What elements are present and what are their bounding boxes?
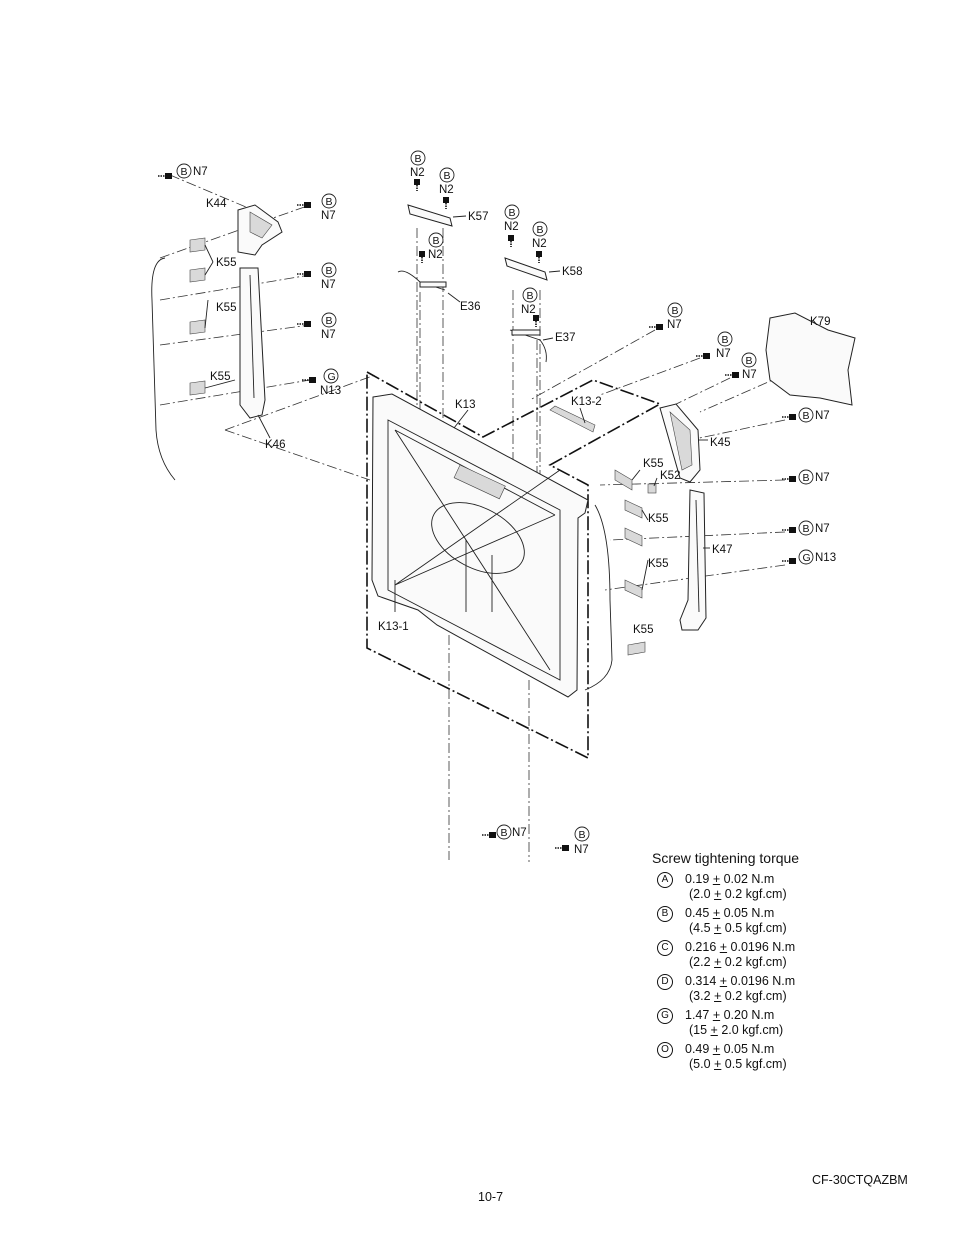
screw-n13: N13: [815, 552, 836, 564]
label-k13: K13: [455, 399, 475, 411]
screw-n2: N2: [521, 304, 536, 316]
label-k55: K55: [216, 302, 236, 314]
svg-text:B: B: [527, 290, 534, 302]
label-e36: E36: [460, 301, 480, 313]
k55-tape: [189, 237, 206, 253]
label-k55: K55: [648, 513, 668, 525]
screw-n13: N13: [320, 385, 341, 397]
svg-text:B: B: [746, 355, 753, 367]
label-k44: K44: [206, 198, 227, 210]
mark-g-icon: G: [657, 1008, 673, 1024]
screw-n7: N7: [321, 329, 336, 341]
screw-n7: N7: [742, 369, 757, 381]
top-bracket-assembly: K57 K58 E36 E37: [397, 204, 582, 490]
label-k58: K58: [562, 266, 582, 278]
screw-n7: N7: [321, 279, 336, 291]
svg-text:G: G: [803, 552, 811, 564]
screw-n2: N2: [504, 221, 519, 233]
label-k55: K55: [633, 624, 653, 636]
svg-text:B: B: [579, 829, 586, 841]
svg-text:B: B: [326, 196, 333, 208]
svg-text:B: B: [326, 315, 333, 327]
screw-n2: N2: [532, 238, 547, 250]
svg-text:B: B: [415, 153, 422, 165]
screw-n7: N7: [321, 210, 336, 222]
mark-d-icon: D: [657, 974, 673, 990]
mark-a-icon: A: [657, 872, 673, 888]
torque-legend: Screw tightening torque A 0.19 + 0.02 N.…: [652, 850, 892, 1076]
legend-title: Screw tightening torque: [652, 850, 800, 866]
screw-n7: N7: [815, 523, 830, 535]
svg-text:B: B: [509, 207, 516, 219]
svg-text:B: B: [501, 827, 508, 839]
label-k52: K52: [660, 470, 680, 482]
svg-text:B: B: [326, 265, 333, 277]
label-k46: K46: [265, 439, 285, 451]
screw-callouts: B N7 B N7 B N7 B N7 G N13 B N2 B N2 B N2…: [157, 150, 836, 856]
screw-n2: N2: [410, 167, 425, 179]
label-k45: K45: [710, 437, 730, 449]
k52-part: [647, 483, 657, 494]
label-k55: K55: [210, 371, 230, 383]
screw-n7: N7: [193, 166, 208, 178]
svg-text:B: B: [672, 305, 679, 317]
svg-text:B: B: [722, 334, 729, 346]
legend-row-c: C 0.216 + 0.0196 N.m(2.2 + 0.2 kgf.cm): [652, 940, 892, 970]
e37-part: [509, 329, 547, 363]
label-k47: K47: [712, 544, 732, 556]
mark-c-icon: C: [657, 940, 673, 956]
label-k55: K55: [643, 458, 663, 470]
screw-n7: N7: [815, 472, 830, 484]
screw-n2: N2: [439, 184, 454, 196]
k47-part: [679, 489, 707, 631]
svg-text:B: B: [803, 410, 810, 422]
k57-part: [407, 204, 453, 227]
legend-row-o: O 0.49 + 0.05 N.m(5.0 + 0.5 kgf.cm): [652, 1042, 892, 1072]
label-k13-1: K13-1: [378, 621, 409, 633]
mark-o-icon: O: [657, 1042, 673, 1058]
k13-2-part: [549, 405, 596, 433]
right-side-assembly: K79 K45 K55 K52 K55 K47 K55 K55: [529, 312, 856, 691]
k58-part: [504, 257, 548, 281]
legend-row-a: A 0.19 + 0.02 N.m(2.0 + 0.2 kgf.cm): [652, 872, 892, 902]
legend-row-g: G 1.47 + 0.20 N.m(15 + 2.0 kgf.cm): [652, 1008, 892, 1038]
svg-text:B: B: [433, 235, 440, 247]
screw-n7: N7: [512, 827, 527, 839]
svg-text:B: B: [803, 523, 810, 535]
legend-row-b: B 0.45 + 0.05 N.m(4.5 + 0.5 kgf.cm): [652, 906, 892, 936]
k79-part: [765, 312, 856, 406]
screw-n7: N7: [815, 410, 830, 422]
mark-b-icon: B: [657, 906, 673, 922]
svg-text:G: G: [328, 371, 336, 383]
legend-row-d: D 0.314 + 0.0196 N.m(3.2 + 0.2 kgf.cm): [652, 974, 892, 1004]
main-frame-k13: K13 K13-2 K13-1: [366, 370, 662, 862]
label-k79: K79: [810, 316, 830, 328]
label-k55: K55: [648, 558, 668, 570]
page-number: 10-7: [478, 1190, 504, 1204]
label-e37: E37: [555, 332, 575, 344]
svg-text:B: B: [803, 472, 810, 484]
left-side-assembly: K44 K55 K55 K55 K46: [151, 174, 376, 481]
k13-frame: [371, 393, 589, 698]
svg-text:B: B: [181, 166, 188, 178]
label-k57: K57: [468, 211, 488, 223]
screw-n7: N7: [667, 319, 682, 331]
label-k13-2: K13-2: [571, 396, 602, 408]
screw-n2: N2: [428, 249, 443, 261]
model-number: CF-30CTQAZBM: [812, 1173, 908, 1187]
label-k55: K55: [216, 257, 236, 269]
svg-text:B: B: [537, 224, 544, 236]
svg-text:B: B: [444, 170, 451, 182]
screw-n7: N7: [574, 844, 589, 856]
screw-n7: N7: [716, 348, 731, 360]
